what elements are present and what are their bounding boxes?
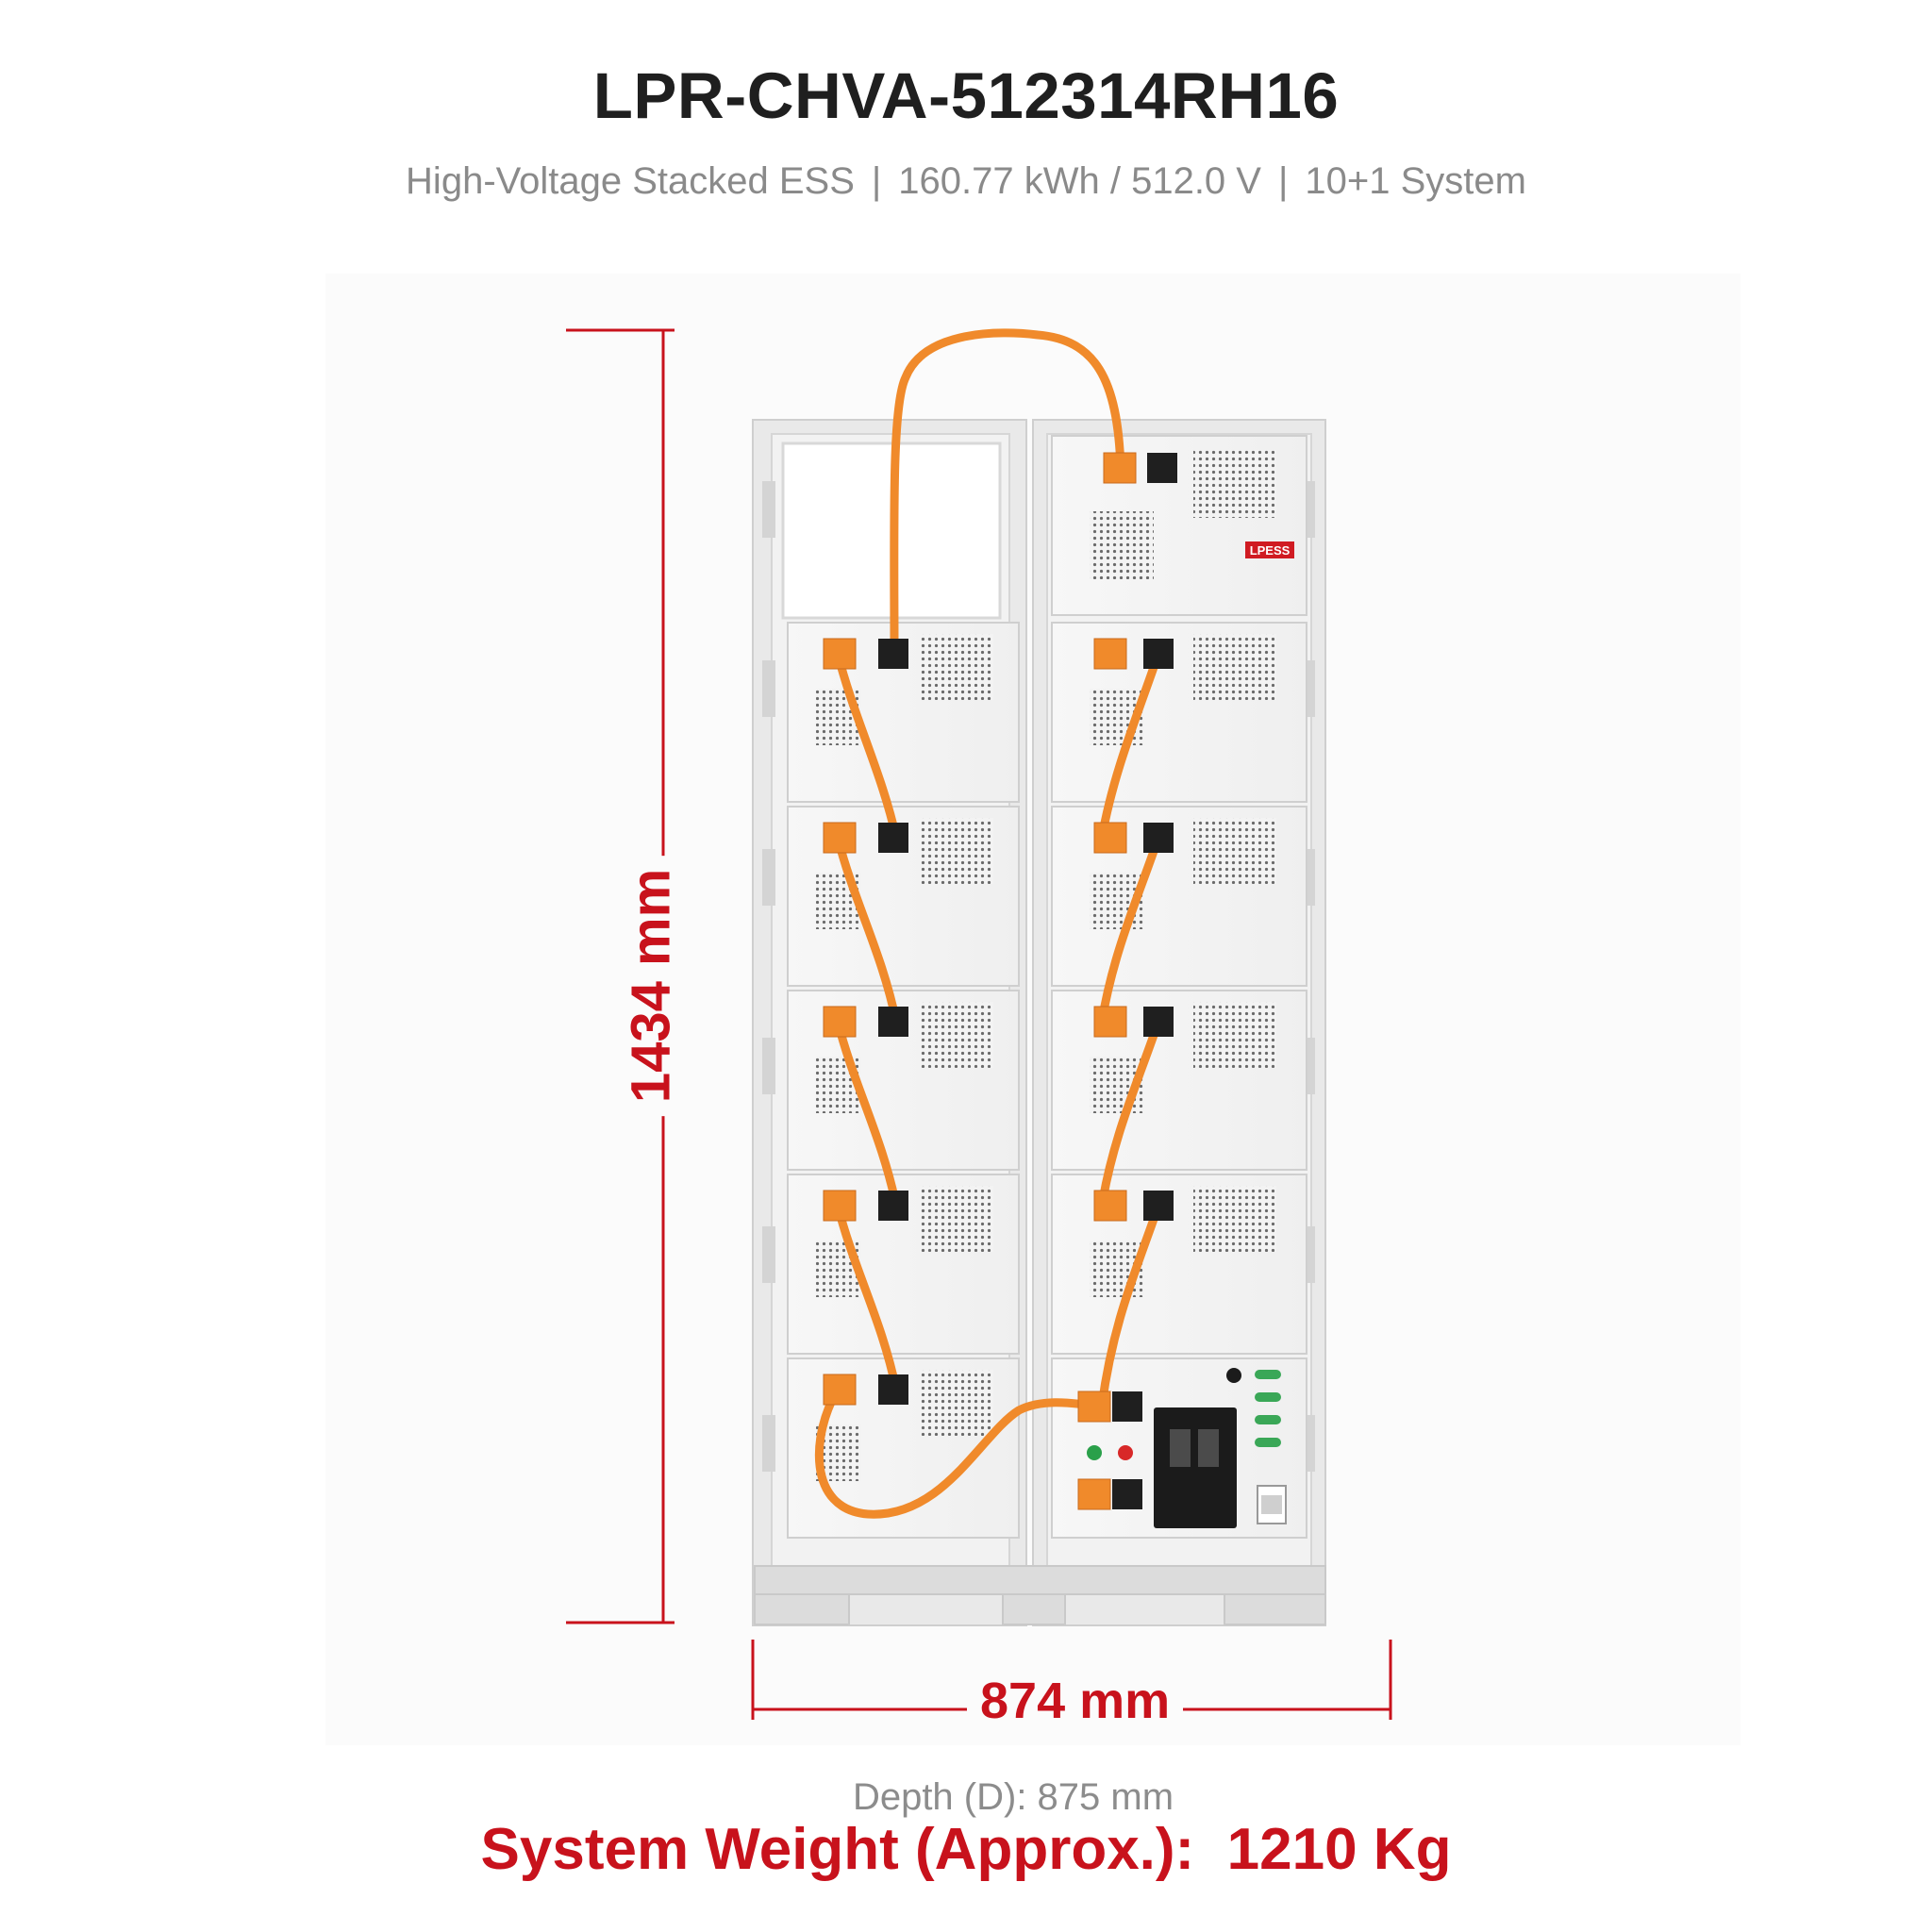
connector-pair [823,822,908,854]
system-weight-label: System Weight (Approx.): [480,1817,1195,1882]
system-weight-value: 1210 Kg [1226,1817,1452,1882]
subtitle-type: High-Voltage Stacked ESS [406,160,855,202]
battery-module [1051,1174,1307,1355]
system-weight: System Weight (Approx.): 1210 Kg [0,1816,1932,1883]
width-dimension-label: 874 mm [967,1672,1184,1730]
subtitle-capacity: 160.77 kWh / 512.0 V [898,160,1261,202]
connector-pair [823,1374,908,1406]
high-voltage-control-box [1051,1357,1307,1539]
connector-pair [1093,1190,1174,1222]
height-dimension-label: 1434 mm [619,855,683,1117]
connector-pair [1093,1006,1174,1038]
product-subtitle: High-Voltage Stacked ESS | 160.77 kWh / 51… [0,160,1932,203]
connector-pair [1077,1478,1142,1510]
product-title: LPR-CHVA-512314RH16 [592,59,1340,132]
connector-pair [823,1190,908,1222]
connector-pair [823,638,908,670]
connector-pair [823,1006,908,1038]
connector-pair [1093,822,1174,854]
battery-module [1051,622,1307,803]
depth-dimension-label: Depth (D): 875 mm [852,1776,1174,1818]
bms-control-box: LPESS [1051,435,1307,616]
cable-connectors [823,452,1177,1510]
subtitle-config: 10+1 System [1305,160,1526,202]
battery-module [1051,990,1307,1171]
battery-module [1051,806,1307,987]
connector-pair [1093,638,1174,670]
power-cables [814,328,1163,1519]
cabinet-base [754,1565,1326,1625]
connector-pair [1077,1391,1142,1423]
subtitle-separator: | [871,160,882,202]
subtitle-separator: | [1277,160,1289,202]
brand-logo: LPESS [1250,543,1291,558]
connector-pair [1103,452,1177,484]
